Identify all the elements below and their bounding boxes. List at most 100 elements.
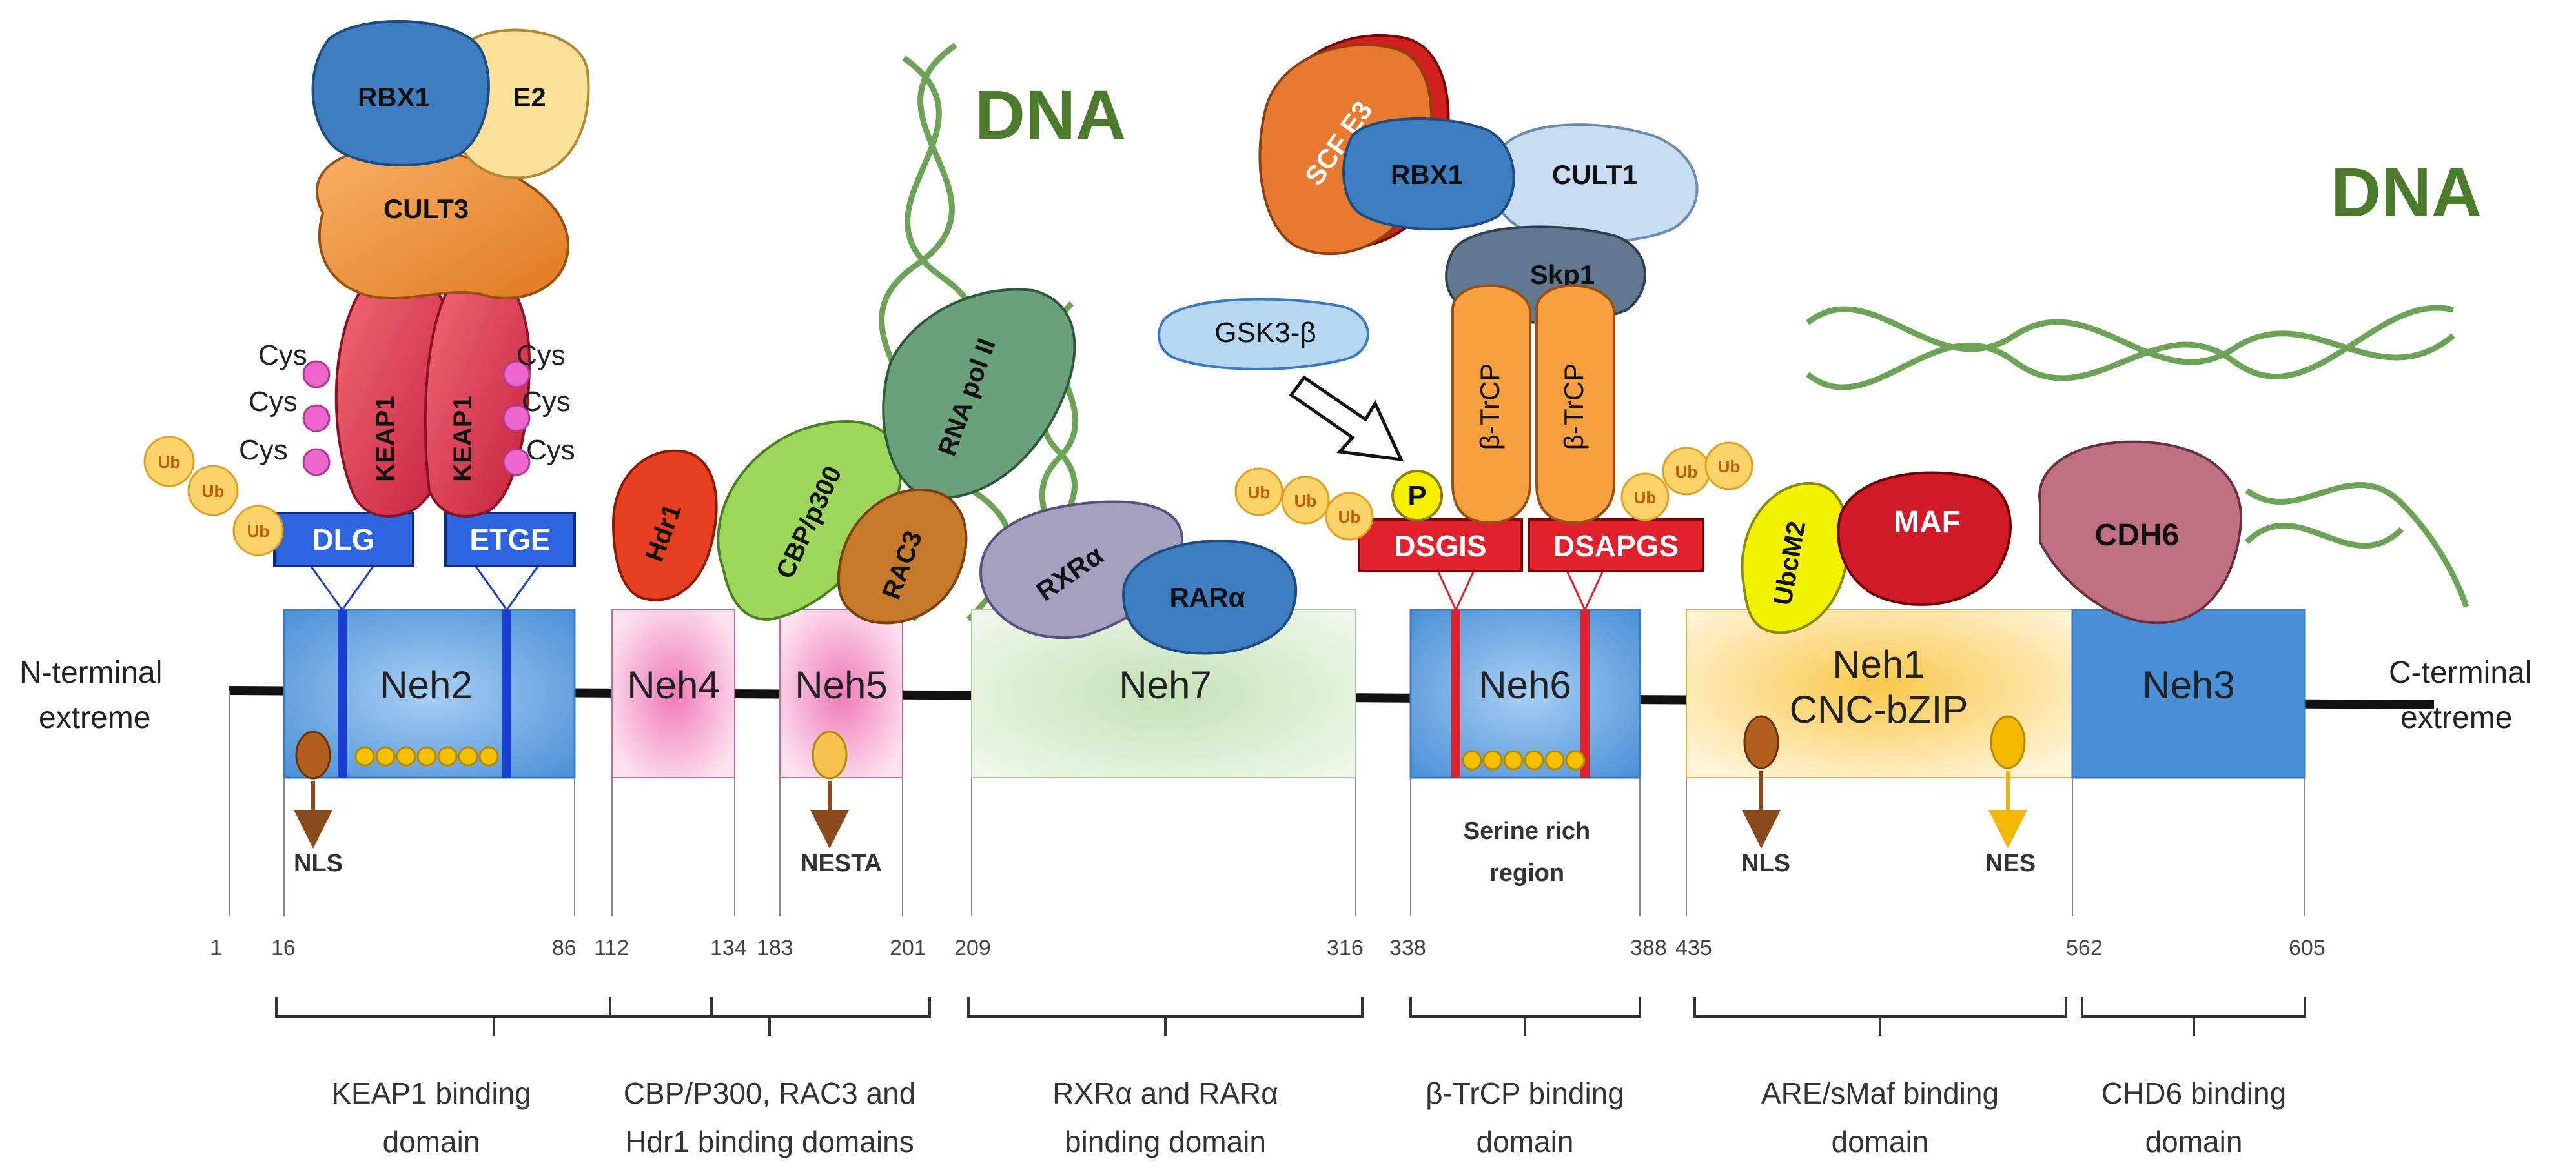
ub-label-1: Ub — [158, 452, 181, 472]
function-2-line2: Hdr1 binding domains — [625, 1125, 914, 1158]
serine-region-label: Serine rich — [1464, 818, 1590, 845]
dsapgs-label: DSAPGS — [1553, 529, 1679, 563]
btrcp-label-a: β-TrCP — [1475, 363, 1505, 450]
cys-label-6: Cys — [526, 434, 575, 466]
function-4-line1: β-TrCP binding — [1426, 1076, 1624, 1110]
nls-right-marker — [1742, 715, 1781, 849]
rbx1-top-label: RBX1 — [358, 82, 430, 112]
serine-dots-neh6 — [1462, 750, 1586, 771]
phosphorylation-arrow — [1289, 375, 1404, 462]
pos-86: 86 — [552, 936, 577, 960]
ub-chain-dsgis: Ub Ub Ub — [1234, 467, 1374, 541]
function-1-line2: domain — [383, 1125, 480, 1158]
rac3-protein: RAC3 — [837, 488, 968, 625]
function-5-line1: ARE/sMaf binding — [1761, 1076, 1999, 1110]
nls-left-marker — [294, 731, 332, 849]
ubcm2-protein: UbcM2 — [1741, 481, 1850, 634]
neh6-label: Neh6 — [1478, 663, 1571, 707]
n-terminal-label: N-terminal — [19, 656, 162, 690]
cdh6-label: CDH6 — [2095, 518, 2180, 552]
dsgis-connectors — [1435, 567, 1606, 612]
ub-label-4: Ub — [1248, 483, 1271, 502]
dsgis-box — [1358, 518, 1523, 572]
rna-pol-ii-protein: RNA pol II — [882, 288, 1076, 499]
neh4-box — [611, 609, 735, 778]
keap1-complex: KEAP1 KEAP1 CULT3 E2 RBX1 — [311, 19, 590, 518]
ub-label-8: Ub — [1675, 462, 1698, 481]
keap1-label-b: KEAP1 — [449, 396, 477, 481]
nesta-marker — [810, 731, 849, 849]
cys-label-1: Cys — [258, 339, 307, 371]
btrcp-label-b: β-TrCP — [1559, 363, 1589, 450]
pos-16: 16 — [271, 936, 296, 960]
domain-functions: KEAP1 binding domain CBP/P300, RAC3 and … — [331, 1076, 2286, 1158]
function-4-line2: domain — [1477, 1125, 1574, 1158]
dlg-label: DLG — [312, 523, 374, 556]
pos-316: 316 — [1327, 936, 1364, 960]
gsk3-beta-label: GSK3-β — [1214, 317, 1316, 348]
nes-label: NES — [1985, 850, 2036, 877]
neh1-label: Neh1 — [1832, 643, 1925, 686]
ub-label-9: Ub — [1718, 457, 1741, 476]
etge-box — [444, 512, 576, 567]
cys-label-3: Cys — [239, 434, 288, 466]
cult1-label: CULT1 — [1552, 159, 1637, 190]
ub-label-3: Ub — [247, 521, 270, 541]
dsapgs-box — [1528, 518, 1704, 572]
c-terminal-label: C-terminal — [2389, 656, 2531, 690]
phosphate-marker: P — [1391, 470, 1443, 521]
pos-1: 1 — [210, 936, 222, 960]
pos-134: 134 — [710, 936, 747, 960]
maf-label: MAF — [1894, 505, 1961, 540]
etge-label: ETGE — [469, 523, 550, 556]
position-numbers: 1 16 86 112 134 183 201 209 316 338 388 … — [210, 936, 2326, 960]
pos-435: 435 — [1675, 936, 1712, 960]
cys-residues: Cys Cys Cys Cys Cys Cys — [239, 339, 575, 476]
cdh6-protein: CDH6 — [2038, 440, 2243, 625]
nes-marker — [1988, 715, 2027, 849]
function-5-line2: domain — [1832, 1125, 1929, 1158]
pos-388: 388 — [1630, 936, 1667, 960]
dna-label-left: DNA — [975, 76, 1126, 154]
serine-region-sublabel: region — [1489, 860, 1564, 887]
pos-112: 112 — [594, 936, 629, 960]
neh4-label: Neh4 — [627, 663, 719, 707]
hdr1-protein: Hdr1 — [611, 449, 718, 601]
pos-338: 338 — [1389, 936, 1426, 960]
neh7-label: Neh7 — [1119, 663, 1211, 707]
e2-label: E2 — [513, 82, 546, 112]
position-guides — [229, 691, 2305, 916]
function-3-line2: binding domain — [1065, 1125, 1266, 1158]
function-1-line1: KEAP1 binding — [331, 1076, 531, 1110]
pos-209: 209 — [954, 936, 991, 960]
maf-protein: MAF — [1837, 471, 2012, 606]
keap1-label-a: KEAP1 — [371, 396, 400, 481]
dlg-connectors — [309, 564, 540, 612]
domain-brackets — [275, 997, 2306, 1036]
cys-label-4: Cys — [516, 339, 566, 371]
dlg-box — [273, 512, 414, 567]
nls-right-label: NLS — [1741, 850, 1790, 877]
pos-201: 201 — [890, 936, 926, 960]
nls-left-label: NLS — [294, 850, 343, 877]
function-6-line2: domain — [2145, 1125, 2243, 1158]
dna-helix-right — [1806, 305, 2469, 608]
neh2-label: Neh2 — [380, 663, 472, 707]
ub-chain-dsapgs: Ub Ub Ub — [1620, 441, 1753, 521]
neh3-label: Neh3 — [2142, 663, 2234, 707]
ub-label-2: Ub — [202, 481, 225, 501]
pos-183: 183 — [757, 936, 793, 960]
gsk3-beta-protein: GSK3-β — [1158, 298, 1369, 370]
function-2-line1: CBP/P300, RAC3 and — [624, 1076, 916, 1110]
pos-562: 562 — [2066, 936, 2103, 960]
dna-label-right: DNA — [2331, 153, 2482, 231]
dsgis-label: DSGIS — [1394, 529, 1486, 563]
phosphate-label: P — [1407, 480, 1426, 512]
neh1-sublabel: CNC-bZIP — [1790, 688, 1968, 731]
scf-e3-complex: SCF E3 CULT1 RBX1 Skp1 β-TrCP β-TrCP — [1258, 34, 1699, 525]
nesta-label: NESTA — [801, 850, 882, 877]
function-6-line1: CHD6 binding — [2101, 1076, 2286, 1110]
cys-label-2: Cys — [249, 386, 298, 418]
n-terminal-sublabel: extreme — [39, 701, 150, 735]
